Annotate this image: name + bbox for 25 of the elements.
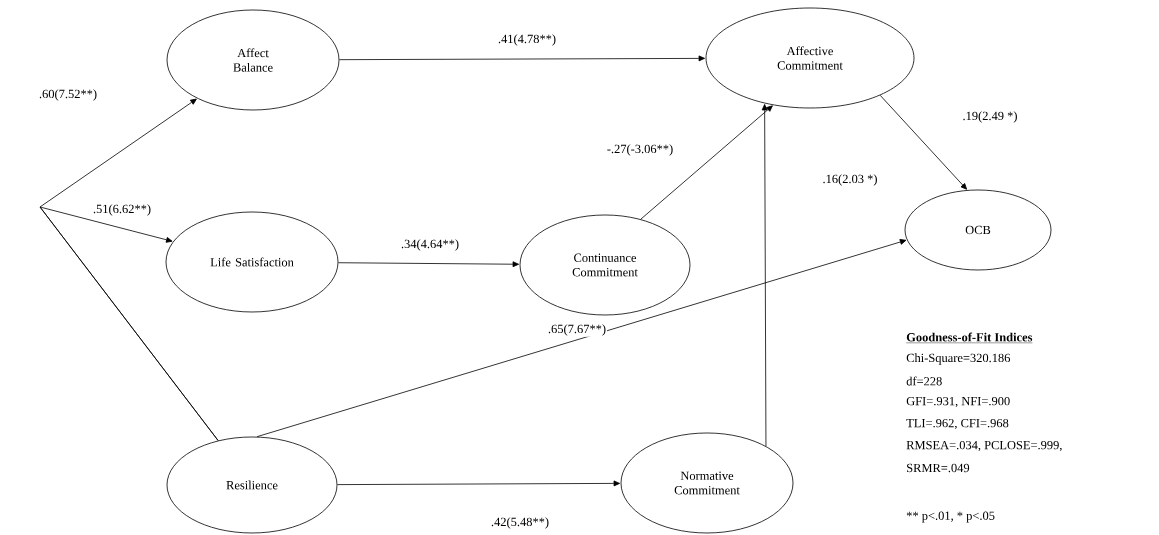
fit-index: SRMR=.049 <box>907 463 970 473</box>
edge-label: .51(6.62**) <box>91 203 153 217</box>
edge-label: .19(2.49 *) <box>961 110 1019 124</box>
edge-label: .60(7.52**) <box>37 88 99 102</box>
arrow <box>761 104 768 447</box>
fit-index: RMSEA=.034, PCLOSE=.999, <box>906 440 1062 452</box>
fit-index: TLI=.962, CFI=.968 <box>906 418 1009 430</box>
edge-label: .34(4.64**) <box>399 238 461 252</box>
edge-label: -.27(-3.06**) <box>605 143 675 157</box>
arrow <box>256 239 907 438</box>
arrow <box>39 206 219 441</box>
heading: Goodness-of-Fit Indices <box>906 332 1033 344</box>
fit-index: Chi-Square=320.186 <box>906 353 1011 365</box>
arrow <box>339 55 705 62</box>
edge-label: .41(4.78**) <box>496 33 558 47</box>
edge-label: .65(7.67**) <box>546 323 608 337</box>
significance-note: ** p<.01, * p<.05 <box>906 511 995 523</box>
arrow <box>879 94 967 190</box>
edge-label: .16(2.03 *) <box>821 173 879 187</box>
arrow <box>640 105 773 220</box>
edge-label: .42(5.48**) <box>489 516 551 530</box>
arrow <box>337 480 620 487</box>
arrow <box>338 261 519 268</box>
fit-index: GFI=.931, NFI=.900 <box>906 396 1010 408</box>
fit-index: df=228 <box>906 376 942 386</box>
